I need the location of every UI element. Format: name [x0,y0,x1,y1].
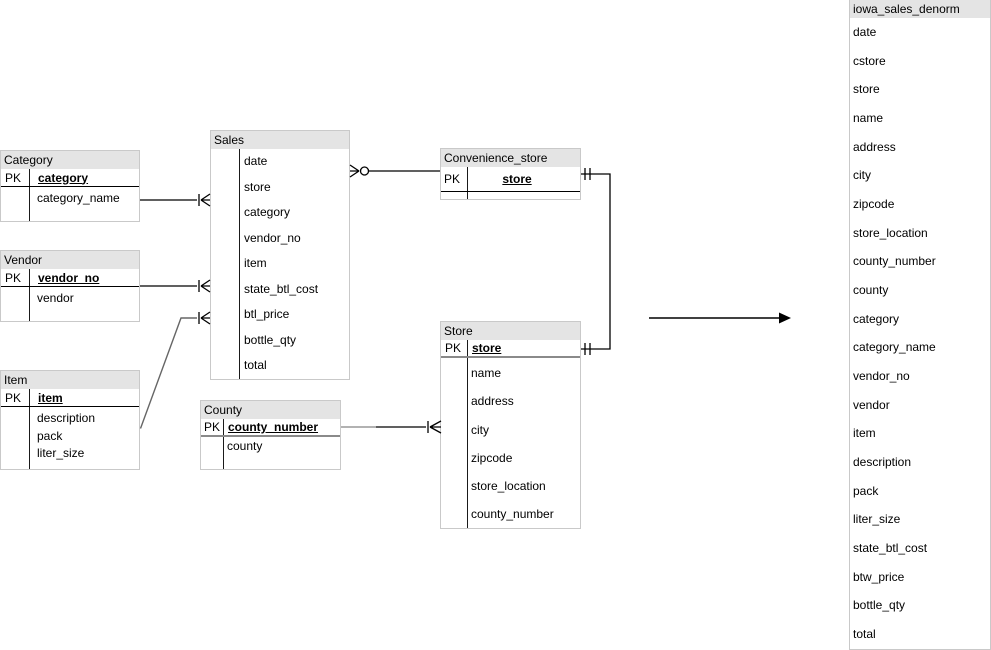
field-zipcode: zipcode [853,197,895,212]
table-vendor[interactable]: Vendor PK vendor_no vendor [0,250,140,322]
field-list: vendor [1,287,139,307]
field-store_location: store_location [471,479,546,494]
field-category: category [853,311,900,326]
field-description: description [853,455,912,470]
table-title: Vendor [1,251,139,269]
field-vendor: vendor [37,291,74,305]
field-total: total [244,358,267,373]
rel-vendor-sales [140,279,211,293]
field-list: category_name [1,187,139,207]
field-store: store [244,179,271,194]
field-liter_size: liter_size [37,446,85,460]
table-title: iowa_sales_denorm [850,0,990,18]
field-category_name: category_name [853,340,936,355]
pk-column-divider [29,169,30,221]
field-list: county [201,437,340,455]
field-total: total [853,627,876,642]
field-list: description pack liter_size [1,407,139,463]
table-iowa-sales-denorm[interactable]: iowa_sales_denorm date cstore store name add… [849,0,991,650]
rel-category-sales [140,193,211,207]
pk-row: PK store [441,340,580,358]
field-bottle_qty: bottle_qty [244,332,297,347]
field-category: category [244,205,291,220]
field-state_btl_cost: state_btl_cost [853,541,928,556]
pk-column-divider [223,419,224,469]
pk-field: county_number [228,420,319,434]
pk-row: PK county_number [201,419,340,437]
pk-field: store [472,341,502,355]
table-store[interactable]: Store PK store name address city zipcode sto… [440,321,581,529]
field-city: city [471,422,489,437]
field-name: name [471,366,502,380]
field-state_btl_cost: state_btl_cost [244,281,319,296]
field-cstore: cstore [853,53,886,68]
pk-column-divider [467,167,468,199]
field-address: address [471,394,514,409]
field-county_number: county_number [471,507,554,522]
field-liter_size: liter_size [853,512,901,527]
field-address: address [853,139,896,154]
field-date: date [244,154,268,168]
pk-row: PK category [1,169,139,187]
table-category[interactable]: Category PK category category_name [0,150,140,222]
field-zipcode: zipcode [471,450,513,465]
pk-column-divider [29,269,30,321]
field-county: county [853,283,889,298]
pk-row: PK item [1,389,139,407]
pk-column-divider [467,340,468,528]
pk-row: PK vendor_no [1,269,139,287]
field-city: city [853,168,871,183]
field-category_name: category_name [37,191,120,205]
pk-column-divider [29,389,30,469]
field-store_location: store_location [853,225,928,240]
pk-label: PK [444,172,461,186]
field-vendor_no: vendor_no [244,230,301,245]
pk-field: vendor_no [38,270,100,285]
field-btw_price: btw_price [853,569,905,584]
pk-field: category [38,170,89,185]
field-pack: pack [37,428,63,443]
field-bottle_qty: bottle_qty [853,598,906,613]
field-county_number: county_number [853,254,936,269]
table-item[interactable]: Item PK item description pack liter_size [0,370,140,470]
table-convenience-store[interactable]: Convenience_store PK store [440,148,581,200]
pk-row: PK store [441,167,580,192]
table-title: County [201,401,340,419]
rel-convenience-store-store [581,168,611,355]
pk-column-divider [239,149,240,379]
rel-sales-convenience-store [349,164,440,178]
field-item: item [853,426,876,441]
pk-label: PK [5,390,22,405]
table-title: Store [441,322,580,340]
pk-field: store [502,172,532,186]
field-pack: pack [853,483,879,498]
field-date: date [853,25,877,39]
field-store: store [853,82,880,97]
pk-field: item [38,390,63,405]
table-title: Item [1,371,139,389]
rel-county-store [341,420,442,434]
field-vendor: vendor [853,397,890,412]
table-title: Convenience_store [441,149,580,167]
field-item: item [244,256,267,271]
table-title: Category [1,151,139,169]
pk-label: PK [5,170,22,185]
field-name: name [853,111,884,126]
field-vendor_no: vendor_no [853,369,910,384]
field-btl_price: btl_price [244,307,290,322]
field-county: county [227,439,263,453]
field-description: description [37,411,96,425]
table-county[interactable]: County PK county_number county [200,400,341,470]
pk-label: PK [5,270,22,285]
pk-label: PK [204,420,221,434]
pk-label: PK [445,341,462,355]
field-list: date cstore store name address city zipcode sto… [850,18,990,649]
denormalization-arrow [649,312,791,324]
table-title: Sales [211,131,349,149]
